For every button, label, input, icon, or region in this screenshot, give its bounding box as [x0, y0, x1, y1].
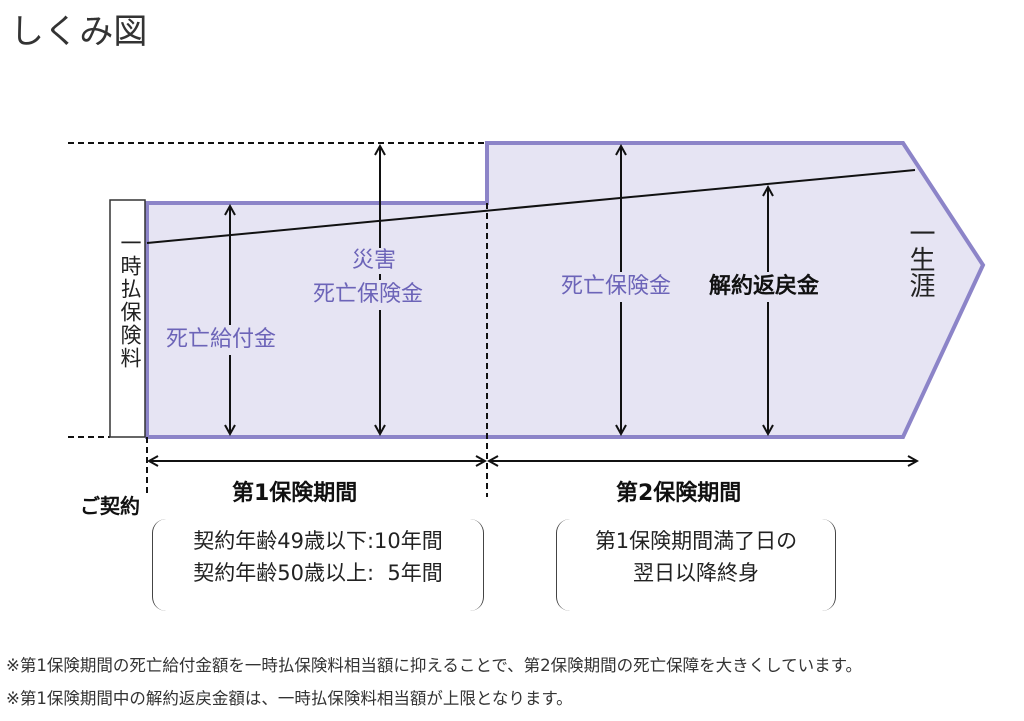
footnote-1: ※第1保険期間の死亡給付金額を一時払保険料相当額に抑えることで、第2保険期間の死…: [6, 656, 863, 675]
period2-detail-line1: 第1保険期間満了日の: [594, 529, 798, 553]
page-title: しくみ図: [10, 12, 148, 52]
surrender-value-label: 解約返戻金: [709, 272, 820, 303]
surrender-value-line: [146, 169, 916, 244]
period1-title: 第1保険期間: [232, 481, 358, 506]
period2-detail-line2: 翌日以降終身: [633, 561, 759, 585]
accident-death-label-line1: 災害: [352, 248, 397, 275]
footnote-2: ※第1保険期間中の解約返戻金額は、一時払保険料相当額が上限となります。: [6, 689, 573, 708]
period1-detail-line1: 契約年齢49歳以下:10年間: [193, 529, 443, 553]
period2-detail: 第1保険期間満了日の 翌日以降終身: [556, 519, 836, 611]
premium-label: 一時払保険料: [118, 232, 142, 370]
premium-box: [109, 199, 146, 438]
period1-detail: 契約年齢49歳以下:10年間 契約年齢50歳以上: 5年間: [152, 519, 484, 611]
lifetime-label: 一生涯: [905, 220, 935, 298]
death-insurance-label: 死亡保険金: [561, 272, 672, 303]
death-benefit-label: 死亡給付金: [166, 325, 277, 356]
accident-death-label-line2: 死亡保険金: [313, 280, 424, 311]
period1-detail-line2: 契約年齢50歳以上: 5年間: [193, 561, 443, 585]
contract-label: ご契約: [80, 494, 140, 518]
period2-title: 第2保険期間: [616, 481, 742, 506]
